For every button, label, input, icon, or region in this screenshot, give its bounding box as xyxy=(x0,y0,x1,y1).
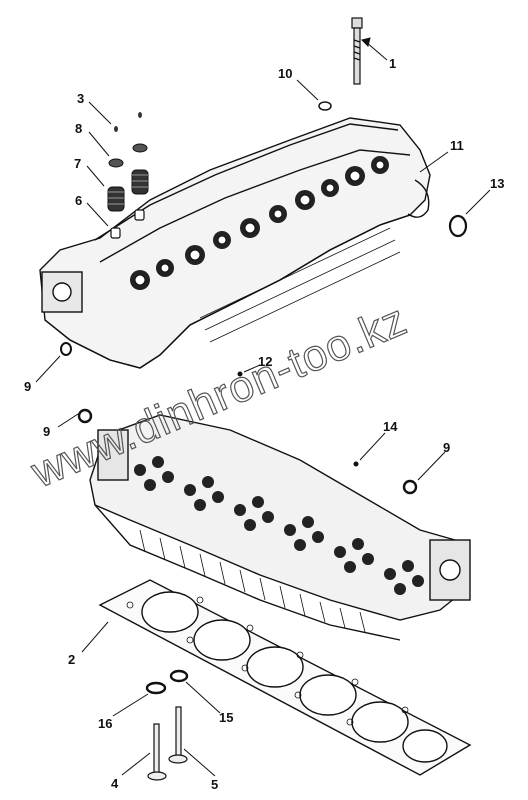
callout-4: 4 xyxy=(111,776,119,791)
valve-stem-seals xyxy=(110,209,145,239)
o-ring-9-upper xyxy=(60,342,72,356)
intake-valve xyxy=(147,723,167,781)
callout-13: 13 xyxy=(490,176,504,191)
callout-10: 10 xyxy=(278,66,292,81)
cylinder-head-upper-assembly xyxy=(39,117,431,369)
head-bolt xyxy=(351,17,363,85)
callout-3: 3 xyxy=(77,91,84,106)
callout-8: 8 xyxy=(75,121,82,136)
callout-11: 11 xyxy=(450,138,464,153)
o-ring-10 xyxy=(318,101,332,111)
callout-2: 2 xyxy=(68,652,75,667)
callout-1: 1 xyxy=(389,56,396,71)
callout-15: 15 xyxy=(219,710,233,725)
valve-seal-15 xyxy=(169,669,189,683)
cylinder-head-lower-body xyxy=(89,414,471,641)
callout-9-right: 9 xyxy=(443,440,450,455)
dowel-pin-12 xyxy=(237,371,243,377)
callout-16: 16 xyxy=(98,716,112,731)
valve-seal-16 xyxy=(145,681,167,695)
deck-valve-ports xyxy=(134,456,424,595)
leader-lines xyxy=(35,37,491,777)
o-ring-9-left xyxy=(77,408,93,424)
spring-retainers xyxy=(108,143,148,168)
dowel-pin-14 xyxy=(353,461,359,467)
exhaust-valve xyxy=(168,706,188,764)
callout-14: 14 xyxy=(383,419,398,434)
valve-springs xyxy=(107,169,149,212)
valve-keepers xyxy=(114,112,142,132)
callout-7: 7 xyxy=(74,156,81,171)
callout-5: 5 xyxy=(211,777,218,792)
callout-12: 12 xyxy=(258,354,272,369)
seal-ring-13 xyxy=(448,214,468,238)
callout-9-left: 9 xyxy=(43,424,50,439)
callout-labels: 1 10 3 8 7 6 11 13 9 12 9 14 9 2 16 15 4… xyxy=(24,56,504,792)
o-ring-9-right xyxy=(402,479,418,495)
callout-6: 6 xyxy=(75,193,82,208)
callout-9-upper: 9 xyxy=(24,379,31,394)
head-gasket xyxy=(98,579,472,776)
